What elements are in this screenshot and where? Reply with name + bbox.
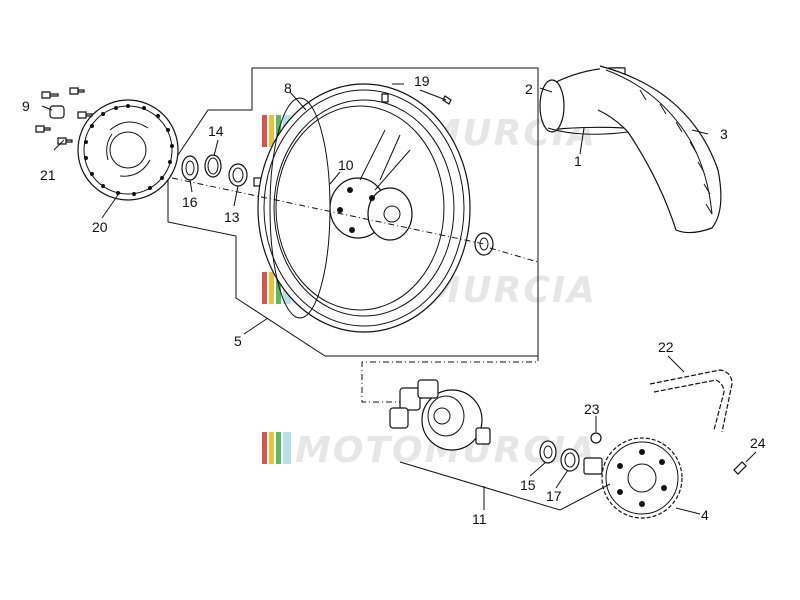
callout-5: 5 [234,333,242,349]
callout-14: 14 [208,123,224,139]
drive-chain [649,369,733,433]
callout-8: 8 [284,80,292,96]
callout-4: 4 [701,507,709,523]
spacer-rings [181,154,267,187]
wheel-assembly-outline [167,67,539,357]
callout-22: 22 [658,339,674,355]
rear-sprocket [601,437,683,519]
callout-24: 24 [750,435,766,451]
brake-disc [77,99,179,201]
callout-10: 10 [338,157,354,173]
tire [539,65,722,234]
callout-labels: 8 19 9 21 20 14 16 13 10 5 2 3 1 22 23 2… [22,73,766,527]
sprocket-carrier [389,379,491,451]
callout-3: 3 [720,126,728,142]
callout-15: 15 [520,477,536,493]
disc-screws [35,87,93,145]
callout-19: 19 [414,73,430,89]
callout-13: 13 [224,209,240,225]
watermark-logo-icon [262,432,291,464]
callout-21: 21 [40,167,56,183]
disc-holes [84,104,174,196]
rear-wheel-rim [257,83,471,333]
bearing [474,232,494,256]
callout-2: 2 [525,81,533,97]
callout-17: 17 [546,488,562,504]
leader-lines [41,83,757,515]
callout-9: 9 [22,98,30,114]
callout-20: 20 [92,219,108,235]
sprocket-bolt [733,461,747,475]
hub-spacers [539,432,603,475]
wheel-hub [329,129,413,241]
axle-center-line [171,177,539,403]
callout-16: 16 [182,194,198,210]
callout-11: 11 [472,511,487,527]
callout-23: 23 [584,401,600,417]
callout-1: 1 [574,153,582,169]
